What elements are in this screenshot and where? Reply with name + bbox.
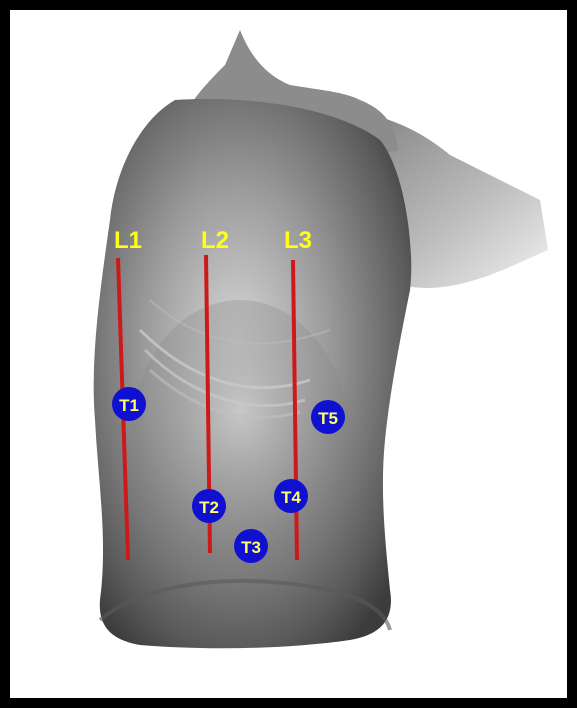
point-label-t3: T3 <box>241 538 261 557</box>
point-marker-t4: T4 <box>274 479 308 513</box>
point-marker-t5: T5 <box>311 400 345 434</box>
line-label-l2: L2 <box>201 227 229 254</box>
line-label-l1: L1 <box>114 227 142 254</box>
point-marker-t2: T2 <box>192 489 226 523</box>
line-label-l3: L3 <box>284 227 312 254</box>
point-marker-t1: T1 <box>112 387 146 421</box>
point-label-t5: T5 <box>318 409 338 428</box>
point-label-t4: T4 <box>281 488 301 507</box>
point-marker-t3: T3 <box>234 529 268 563</box>
point-label-t2: T2 <box>199 498 219 517</box>
point-label-t1: T1 <box>119 396 139 415</box>
